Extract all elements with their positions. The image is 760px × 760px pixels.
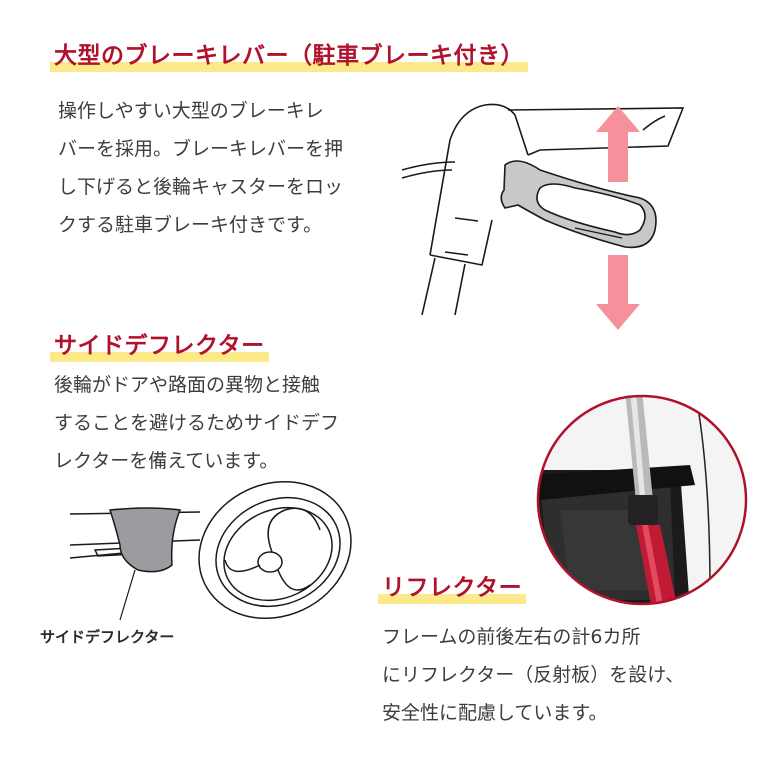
side-deflector-caption: サイドデフレクター bbox=[40, 628, 175, 646]
brake-lever-illustration bbox=[401, 103, 685, 330]
heading-highlight bbox=[378, 594, 527, 604]
brake-lever-description: 操作しやすい大型のブレーキレ バーを採用。ブレーキレバーを押 し下げると後輪キャ… bbox=[58, 100, 344, 236]
side-deflector-heading: サイドデフレクター bbox=[50, 326, 269, 362]
heading-highlight bbox=[50, 352, 269, 362]
reflector-photo bbox=[536, 394, 748, 606]
side-deflector-description: 後輪がドアや路面の異物と接触 することを避けるためサイドデフ レクターを備えてい… bbox=[54, 374, 340, 472]
up-down-arrow-icon bbox=[596, 106, 640, 330]
reflector-description: フレームの前後左右の計6カ所 にリフレクター（反射板）を設け、 安全性に配慮して… bbox=[382, 626, 685, 724]
brake-lever-heading: 大型のブレーキレバー（駐車ブレーキ付き） bbox=[50, 36, 528, 72]
side-deflector-illustration bbox=[69, 480, 352, 621]
heading-highlight bbox=[50, 62, 528, 72]
reflector-heading: リフレクター bbox=[378, 568, 527, 604]
